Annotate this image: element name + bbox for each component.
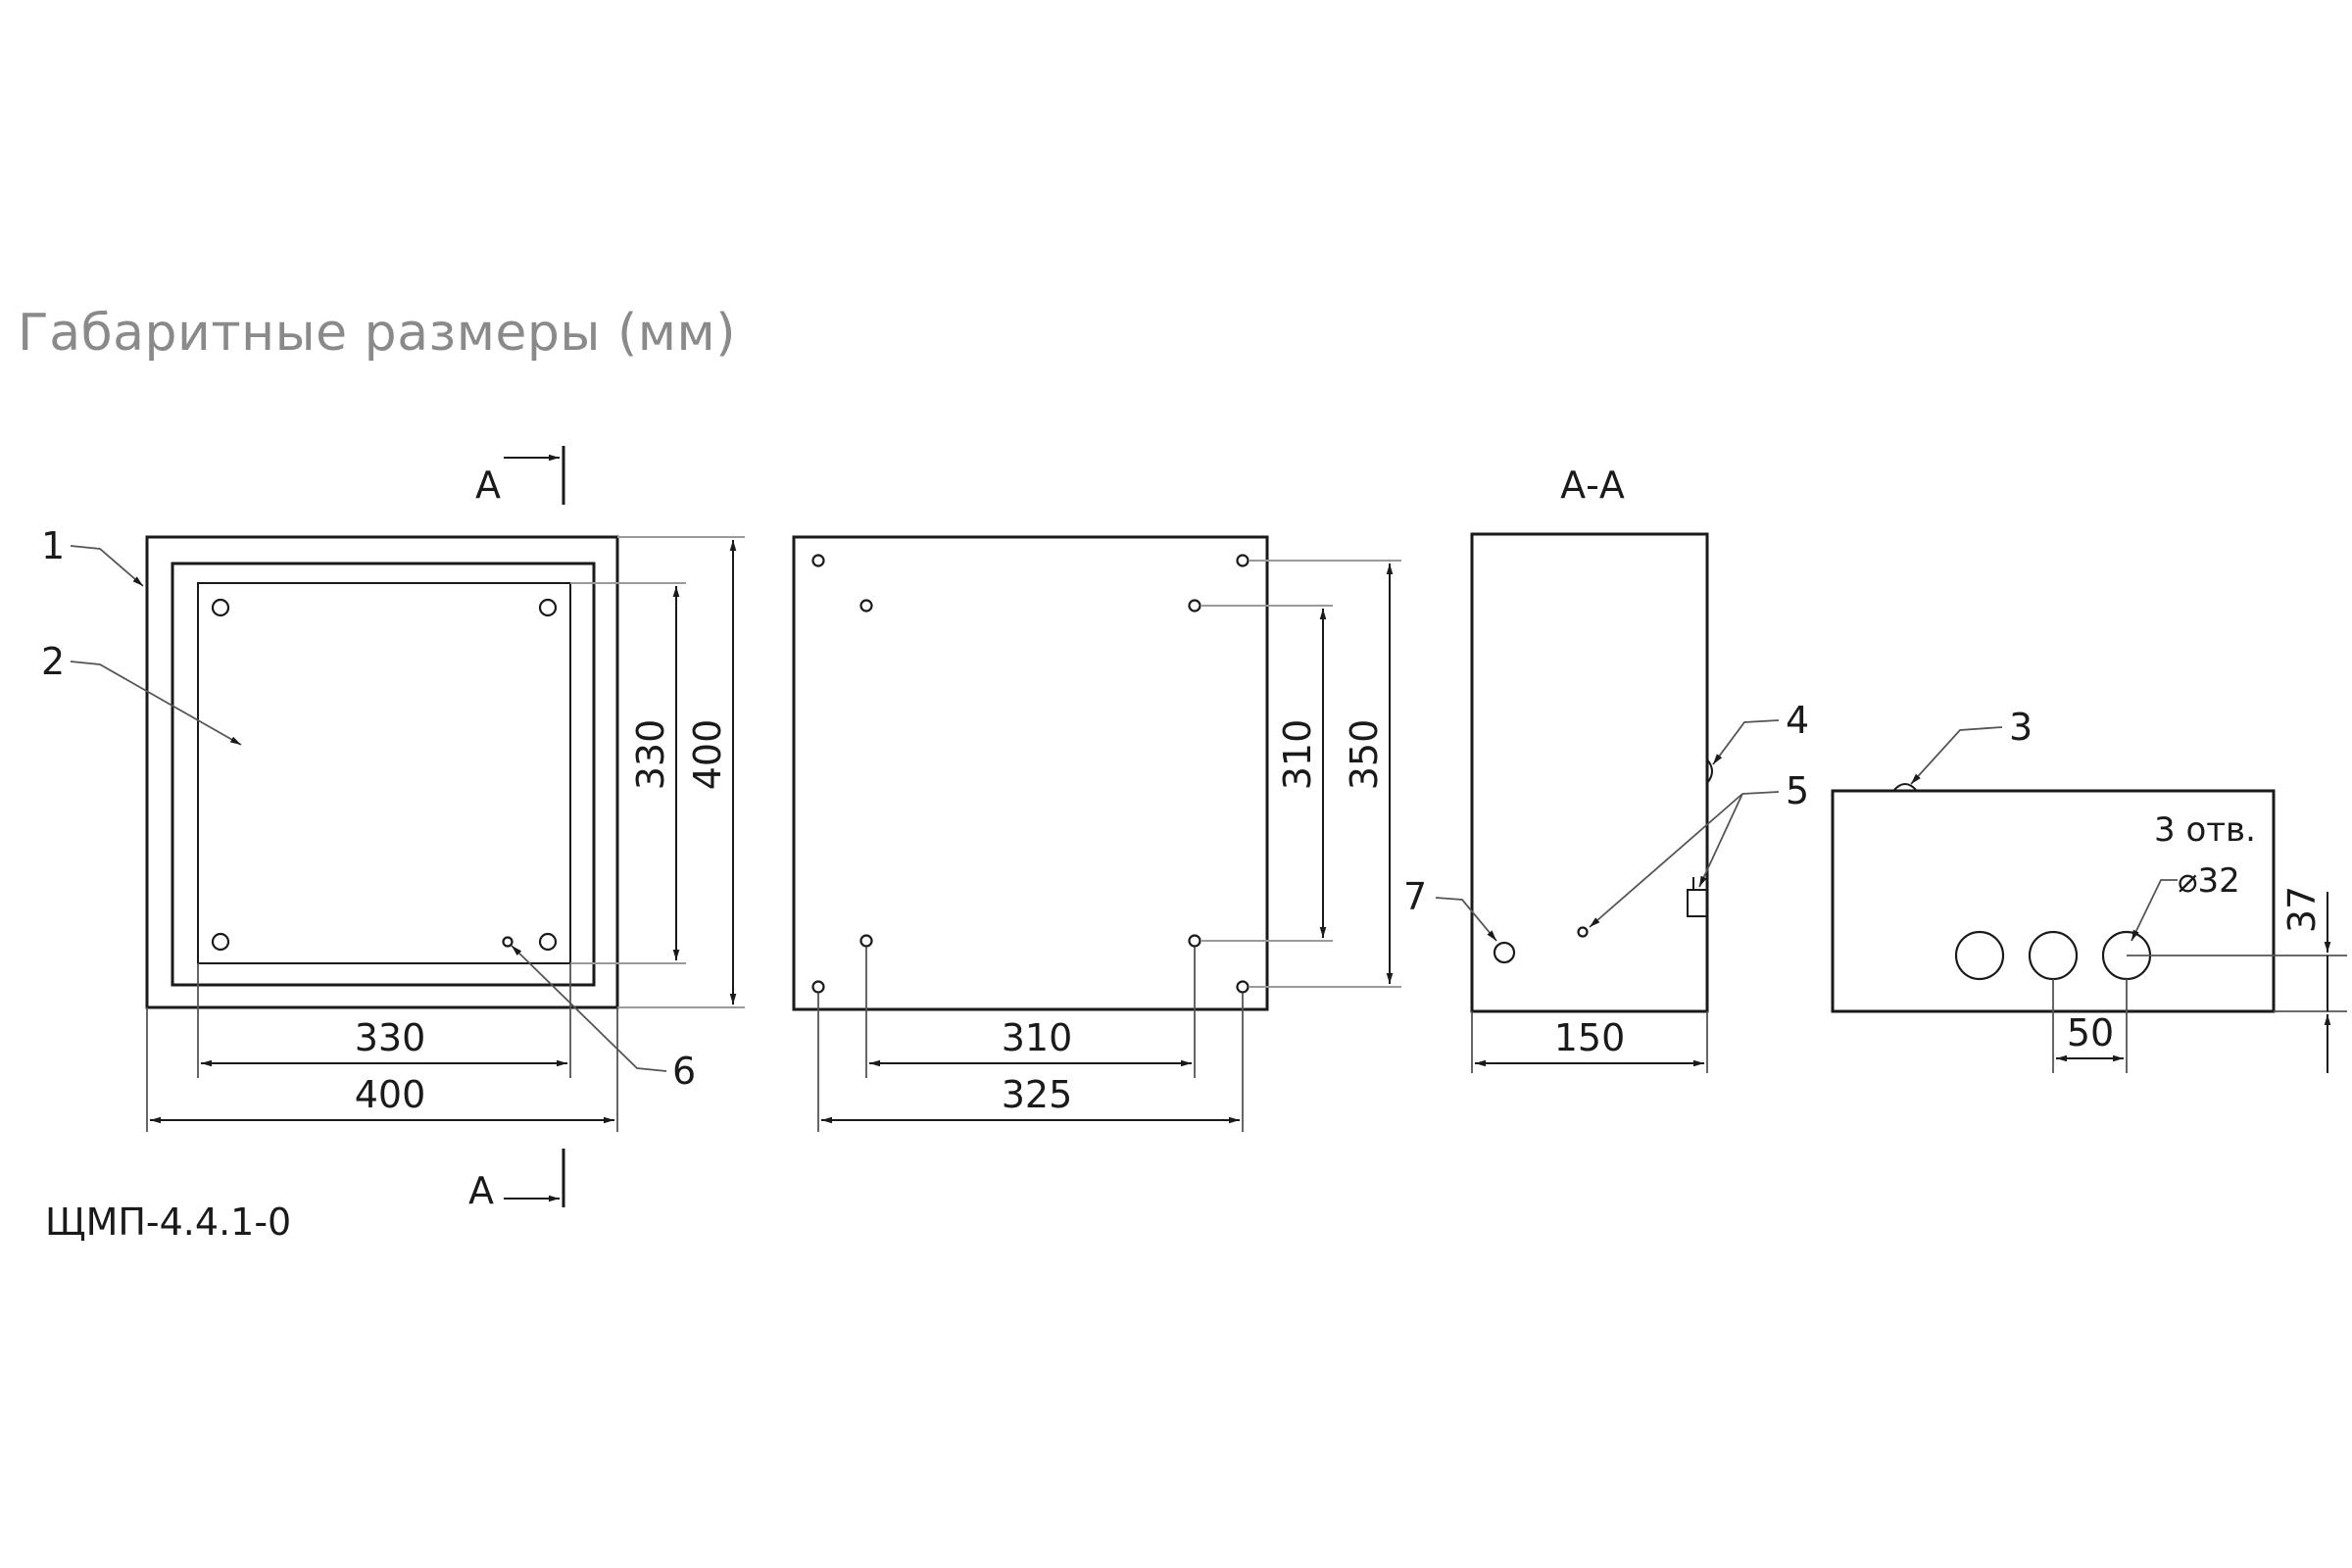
side-small-hole — [1577, 926, 1589, 938]
callout-2: 2 — [41, 640, 65, 683]
callout-1: 1 — [41, 524, 65, 567]
callout-6: 6 — [672, 1050, 696, 1093]
rear-mount-hole — [811, 554, 825, 567]
callout-4: 4 — [1786, 699, 1809, 742]
rear-inner-hole — [1188, 934, 1201, 948]
front-outer-width-label: 400 — [355, 1073, 426, 1116]
rear-mount-hole — [1236, 554, 1250, 567]
section-marker-top: А — [475, 446, 565, 507]
panel-mount-hole — [538, 932, 558, 952]
rear-outer-height-label: 350 — [1343, 719, 1386, 791]
side-gland-hole — [1493, 941, 1516, 964]
rear-mount-hole — [1236, 980, 1250, 994]
panel-mount-hole — [538, 598, 558, 617]
callout-3: 3 — [2009, 706, 2033, 749]
hole-diameter-label: ⌀32 — [2178, 861, 2240, 901]
rear-inner-hole — [1188, 599, 1201, 612]
lock-latch — [1687, 877, 1707, 917]
svg-text:А: А — [468, 1169, 494, 1212]
side-outline — [1470, 532, 1709, 1013]
front-view: 330 400 330 400 1 2 6 А А ЩМП-4.4.1-0 — [41, 446, 745, 1244]
rear-inner-hole — [859, 599, 873, 612]
rear-outer-width-label: 325 — [1002, 1073, 1073, 1116]
bottom-view: 3 3 отв. ⌀32 50 37 — [1831, 706, 2347, 1073]
front-inner-width-label: 330 — [355, 1016, 426, 1059]
rear-inner-width-label: 310 — [1002, 1016, 1073, 1059]
rear-view: 310 350 310 325 — [792, 535, 1401, 1132]
front-outer-frame — [145, 535, 619, 1009]
front-inner-height-label: 330 — [629, 719, 672, 791]
side-view: А-А 150 4 5 7 — [1403, 464, 1809, 1073]
side-depth-label: 150 — [1554, 1016, 1626, 1059]
rear-outer-frame — [792, 535, 1269, 1011]
hole-spacing-label: 50 — [2067, 1011, 2114, 1054]
front-door-frame — [171, 562, 596, 987]
hole-offset-label: 37 — [2280, 886, 2324, 933]
front-mounting-panel — [197, 582, 571, 964]
section-view-label: А-А — [1560, 464, 1625, 507]
panel-mount-hole — [211, 598, 230, 617]
rear-mount-hole — [811, 980, 825, 994]
cable-entry-hole — [1954, 930, 2005, 981]
rear-inner-hole — [859, 934, 873, 948]
callout-5: 5 — [1786, 769, 1809, 812]
model-label: ЩМП-4.4.1-0 — [45, 1200, 291, 1244]
hinge-bump — [1706, 759, 1713, 784]
bottom-top-bump — [1892, 783, 1918, 792]
panel-mount-hole — [211, 932, 230, 952]
svg-text:А: А — [475, 464, 501, 507]
rear-inner-height-label: 310 — [1276, 719, 1319, 791]
front-outer-height-label: 400 — [686, 719, 729, 791]
page-title: Габаритные размеры (мм) — [18, 304, 737, 363]
holes-note: 3 отв. — [2154, 810, 2256, 850]
section-marker-bottom: А — [468, 1149, 565, 1212]
cable-entry-hole — [2028, 930, 2079, 981]
ground-screw — [502, 936, 514, 948]
callout-7: 7 — [1403, 875, 1427, 918]
